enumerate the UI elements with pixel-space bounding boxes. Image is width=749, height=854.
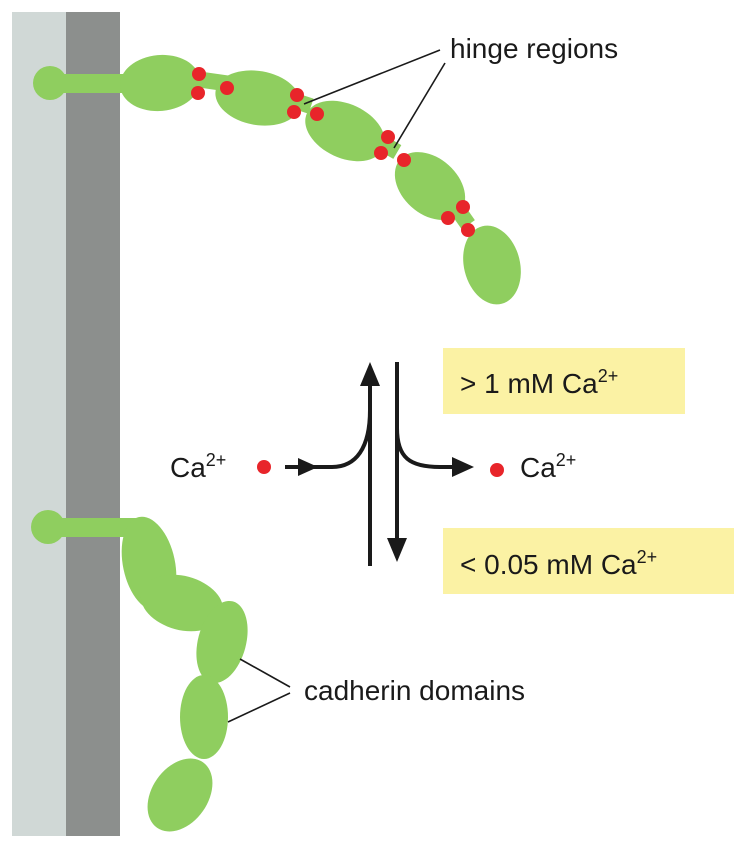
equilibrium-arrows [285, 362, 474, 566]
low-calcium-box [443, 528, 734, 594]
bound-calcium-ions [191, 67, 475, 237]
calcium-ion [287, 105, 301, 119]
cadherin-stalk [50, 74, 136, 93]
rigid-cadherin [33, 54, 521, 305]
calcium-ion [191, 86, 205, 100]
cadherin-domain [394, 152, 466, 220]
cadherin-domain [180, 675, 228, 759]
calcium-ion [456, 200, 470, 214]
cadherin-domain [196, 600, 248, 684]
calcium-ion [441, 211, 455, 225]
calcium-ion [397, 153, 411, 167]
cadherin-domain [147, 758, 213, 832]
cadherin-domain [140, 574, 224, 632]
calcium-label-left: Ca2+ [170, 450, 226, 483]
arrowhead-out [452, 457, 474, 477]
hinge-leader-line [393, 62, 446, 149]
association-arrow [285, 378, 372, 469]
domain-leader-line [239, 658, 291, 688]
hinge-leader-line [303, 49, 441, 105]
arrowhead-up [360, 362, 380, 386]
floppy-cadherin [31, 510, 248, 832]
domain-leader-line [227, 692, 291, 723]
membrane-outer-leaflet [12, 12, 68, 836]
arrowhead-down [387, 538, 407, 562]
arrowhead-in [298, 458, 318, 476]
cadherin-domain [305, 100, 385, 162]
calcium-ion [381, 130, 395, 144]
membrane-inner-leaflet [66, 12, 120, 836]
cadherin-stalk [48, 518, 146, 537]
free-calcium-ion-right [490, 463, 504, 477]
hinge-regions-label: hinge regions [450, 33, 618, 64]
high-calcium-label: > 1 mM Ca2+ [460, 366, 618, 399]
cadherin-domain [215, 70, 301, 126]
high-calcium-box [443, 348, 685, 414]
calcium-ion [310, 107, 324, 121]
cadherin-domain [120, 54, 200, 112]
calcium-ion [220, 81, 234, 95]
free-calcium-ion-left [257, 460, 271, 474]
cadherin-domains-label: cadherin domains [304, 675, 525, 706]
calcium-ion [192, 67, 206, 81]
calcium-ion [374, 146, 388, 160]
calcium-ion [290, 88, 304, 102]
calcium-label-right: Ca2+ [520, 450, 576, 483]
calcium-ion [461, 223, 475, 237]
cadherin-domain [463, 225, 521, 305]
low-calcium-label: < 0.05 mM Ca2+ [460, 547, 657, 580]
